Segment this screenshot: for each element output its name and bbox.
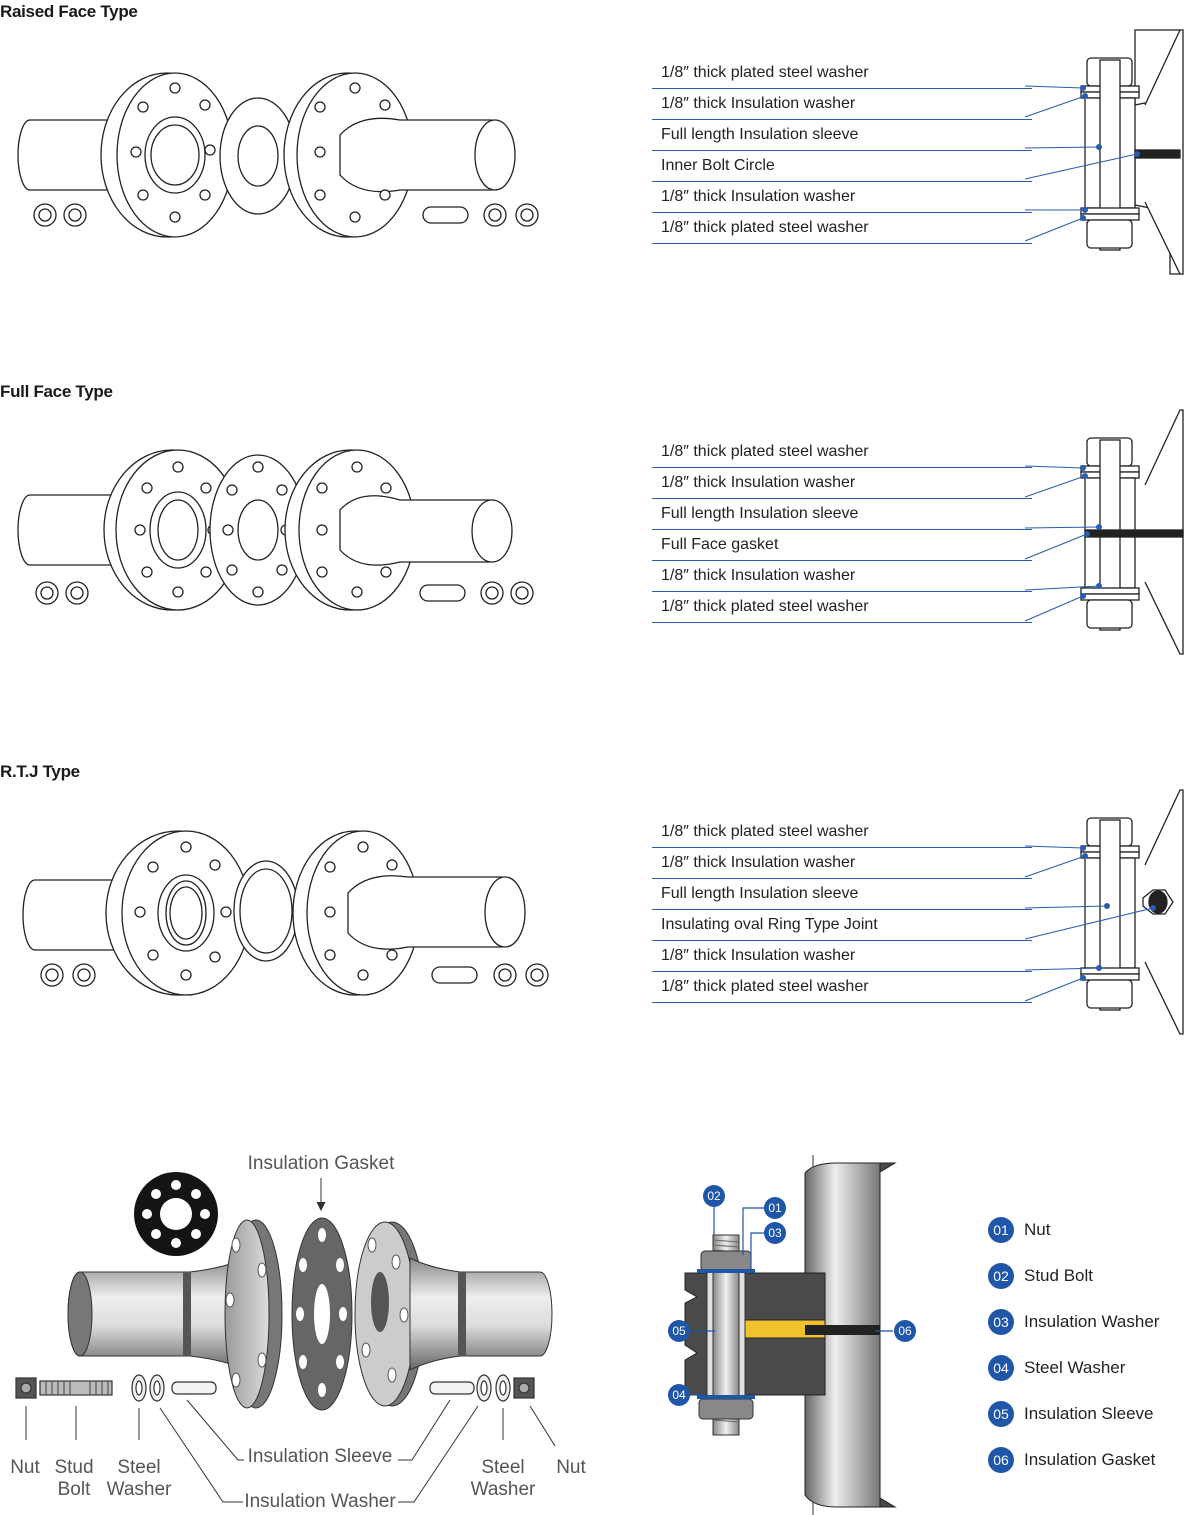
steel-washer-left-label: Steel Washer <box>102 1457 176 1501</box>
rtj-bolt-section <box>1024 789 1184 1035</box>
full-face-flange-drawing <box>17 449 534 611</box>
callout-06 <box>894 1320 916 1342</box>
rtj-label-list: 1/8″ thick plated steel washer 1/8″ thic… <box>652 817 1032 1003</box>
legend-label-05: Insulation Sleeve <box>1024 1404 1154 1423</box>
legend-label-01: Nut <box>1024 1220 1051 1239</box>
gasket-label: Insulation Gasket <box>247 1153 395 1174</box>
legend-num-04: 04 <box>988 1355 1014 1381</box>
raised-face-label-3: Full length Insulation sleeve <box>652 120 1032 151</box>
legend-item-steel-washer: 04 Steel Washer <box>988 1345 1159 1391</box>
full-face-bolt-section <box>1024 409 1184 655</box>
legend-label-06: Insulation Gasket <box>1024 1450 1156 1469</box>
full-face-label-5: 1/8″ thick Insulation washer <box>652 561 1032 592</box>
full-face-label-4: Full Face gasket <box>652 530 1032 561</box>
legend-label-03: Insulation Washer <box>1024 1312 1160 1331</box>
full-face-label-1: 1/8″ thick plated steel washer <box>652 437 1032 468</box>
raised-face-label-6: 1/8″ thick plated steel washer <box>652 213 1032 244</box>
raised-face-label-2: 1/8″ thick Insulation washer <box>652 89 1032 120</box>
rtj-flange-drawing <box>22 830 549 996</box>
full-face-label-6: 1/8″ thick plated steel washer <box>652 592 1032 623</box>
full-face-label-list: 1/8″ thick plated steel washer 1/8″ thic… <box>652 437 1032 623</box>
legend-item-insulation-gasket: 06 Insulation Gasket <box>988 1437 1159 1483</box>
steel-washer-left-line2: Washer <box>106 1479 172 1500</box>
legend-item-nut: 01 Nut <box>988 1207 1159 1253</box>
section-title-full-face: Full Face Type <box>0 382 113 401</box>
callout-02 <box>703 1185 725 1207</box>
full-face-label-2: 1/8″ thick Insulation washer <box>652 468 1032 499</box>
callout-01 <box>764 1197 786 1219</box>
callout-05-text: 05 <box>672 1324 686 1338</box>
legend-item-insulation-sleeve: 05 Insulation Sleeve <box>988 1391 1159 1437</box>
raised-face-flange-drawing <box>17 72 539 238</box>
nut-left-label: Nut <box>10 1457 40 1478</box>
full-face-label-3: Full length Insulation sleeve <box>652 499 1032 530</box>
raised-face-label-4: Inner Bolt Circle <box>652 151 1032 182</box>
callout-03-text: 03 <box>768 1226 782 1240</box>
callout-05 <box>668 1320 690 1342</box>
raised-face-label-list: 1/8″ thick plated steel washer 1/8″ thic… <box>652 58 1032 244</box>
callout-01-text: 01 <box>768 1201 782 1215</box>
steel-washer-left-line1: Steel <box>117 1457 161 1478</box>
rtj-label-2: 1/8″ thick Insulation washer <box>652 848 1032 879</box>
legend-num-03: 03 <box>988 1309 1014 1335</box>
callout-02-text: 02 <box>707 1189 721 1203</box>
legend-num-01: 01 <box>988 1217 1014 1243</box>
legend-label-04: Steel Washer <box>1024 1358 1126 1377</box>
stud-bolt-label: Stud Bolt <box>48 1457 100 1501</box>
nut-right-label: Nut <box>556 1457 586 1478</box>
legend-item-insulation-washer: 03 Insulation Washer <box>988 1299 1159 1345</box>
raised-face-label-5: 1/8″ thick Insulation washer <box>652 182 1032 213</box>
section-title-rtj: R.T.J Type <box>0 762 80 781</box>
rtj-label-4: Insulating oval Ring Type Joint <box>652 910 1032 941</box>
steel-washer-right-line1: Steel <box>481 1457 525 1478</box>
exploded-assembly-drawing <box>15 1172 556 1503</box>
raised-face-label-1: 1/8″ thick plated steel washer <box>652 58 1032 89</box>
rtj-label-1: 1/8″ thick plated steel washer <box>652 817 1032 848</box>
callout-04-text: 04 <box>672 1388 686 1402</box>
steel-washer-right-line2: Washer <box>470 1479 536 1500</box>
legend-num-05: 05 <box>988 1401 1014 1427</box>
insulation-washer-label: Insulation Washer <box>244 1491 396 1512</box>
callout-04 <box>668 1384 690 1406</box>
legend-label-02: Stud Bolt <box>1024 1266 1093 1285</box>
callout-06-text: 06 <box>898 1324 912 1338</box>
section-title-raised-face: Raised Face Type <box>0 2 138 21</box>
legend-item-stud-bolt: 02 Stud Bolt <box>988 1253 1159 1299</box>
legend-num-06: 06 <box>988 1447 1014 1473</box>
raised-face-bolt-section <box>1024 29 1184 275</box>
stud-bolt-label-line1: Stud <box>54 1457 94 1478</box>
rtj-label-6: 1/8″ thick plated steel washer <box>652 972 1032 1003</box>
rtj-label-5: 1/8″ thick Insulation washer <box>652 941 1032 972</box>
stud-bolt-label-line2: Bolt <box>57 1479 91 1500</box>
parts-legend: 01 Nut 02 Stud Bolt 03 Insulation Washer… <box>988 1207 1159 1483</box>
callout-03 <box>764 1222 786 1244</box>
steel-washer-right-label: Steel Washer <box>466 1457 540 1501</box>
sleeve-label: Insulation Sleeve <box>247 1446 393 1467</box>
cross-section-drawing: 02 01 03 04 05 06 <box>668 1155 916 1515</box>
rtj-label-3: Full length Insulation sleeve <box>652 879 1032 910</box>
legend-num-02: 02 <box>988 1263 1014 1289</box>
